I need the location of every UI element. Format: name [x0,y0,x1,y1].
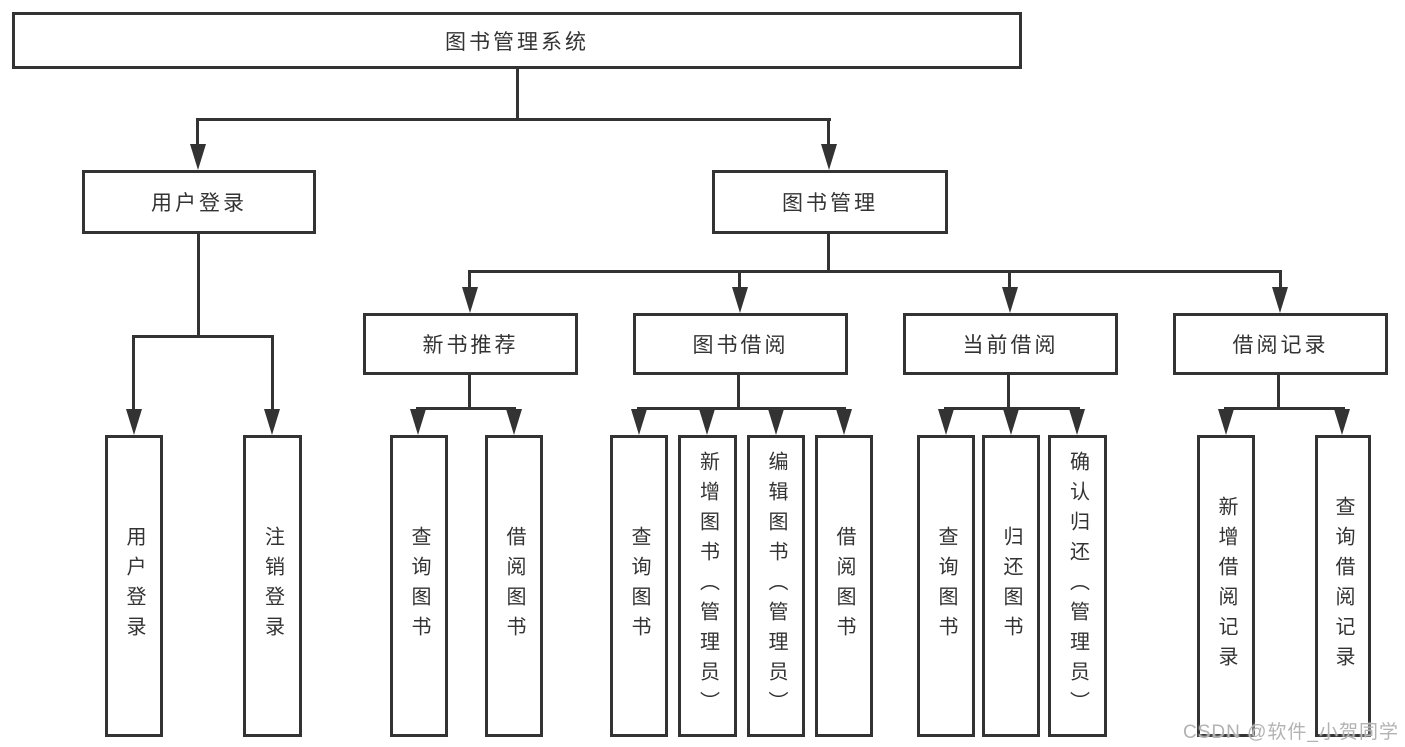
node-book-borrow: 图书借阅 [633,313,848,375]
connector [738,270,741,289]
connector [1007,375,1010,409]
connector [1008,270,1011,289]
connector [271,335,274,411]
node-current-borrow: 当前借阅 [903,313,1118,375]
connector [1277,375,1280,409]
node-new-book-recommend: 新书推荐 [363,313,578,375]
connector [132,335,274,338]
connector [637,407,846,410]
leaf-logout: 注销登录 [243,435,302,737]
arrow-down-icon [410,409,426,435]
connector [1224,407,1345,410]
connector [1279,270,1282,289]
connector [468,270,471,289]
leaf-add-book-admin: 新增图书（管理员） [678,435,737,737]
arrow-down-icon [1334,409,1350,435]
arrow-down-icon [1218,409,1234,435]
arrow-down-icon [126,409,142,435]
arrow-down-icon [631,409,647,435]
node-borrow-records: 借阅记录 [1173,313,1388,375]
arrow-down-icon [1272,287,1288,313]
leaf-query-book-borrow: 查询图书 [610,435,668,737]
arrow-down-icon [938,409,954,435]
leaf-return-book: 归还图书 [982,435,1040,737]
arrow-down-icon [836,409,852,435]
connector [196,118,831,121]
arrow-down-icon [821,144,837,170]
connector [827,118,830,148]
leaf-query-book-current: 查询图书 [917,435,975,737]
connector [416,407,516,410]
leaf-borrow-book-recommend: 借阅图书 [485,435,543,737]
connector [737,375,740,409]
node-book-management: 图书管理 [712,170,948,234]
connector [196,118,199,148]
connector [468,270,1282,273]
arrow-down-icon [506,409,522,435]
arrow-down-icon [732,287,748,313]
leaf-add-borrow-record: 新增借阅记录 [1197,435,1255,737]
connector [827,233,830,270]
leaf-query-borrow-record: 查询借阅记录 [1315,435,1371,737]
arrow-down-icon [768,409,784,435]
leaf-user-login: 用户登录 [105,435,163,737]
node-user-login: 用户登录 [82,170,316,234]
leaf-borrow-book: 借阅图书 [815,435,873,737]
node-root: 图书管理系统 [12,12,1022,69]
connector [468,375,471,409]
connector [944,407,1080,410]
leaf-confirm-return-admin: 确认归还（管理员） [1048,435,1107,737]
arrow-down-icon [699,409,715,435]
connector [516,68,519,118]
arrow-down-icon [190,144,206,170]
leaf-edit-book-admin: 编辑图书（管理员） [747,435,805,737]
arrow-down-icon [264,409,280,435]
connector [197,233,200,335]
arrow-down-icon [1003,409,1019,435]
arrow-down-icon [1069,409,1085,435]
leaf-query-book-recommend: 查询图书 [390,435,448,737]
arrow-down-icon [462,287,478,313]
csdn-watermark: CSDN @软件_小贺同学 [1183,722,1399,743]
connector [132,335,135,411]
arrow-down-icon [1002,287,1018,313]
